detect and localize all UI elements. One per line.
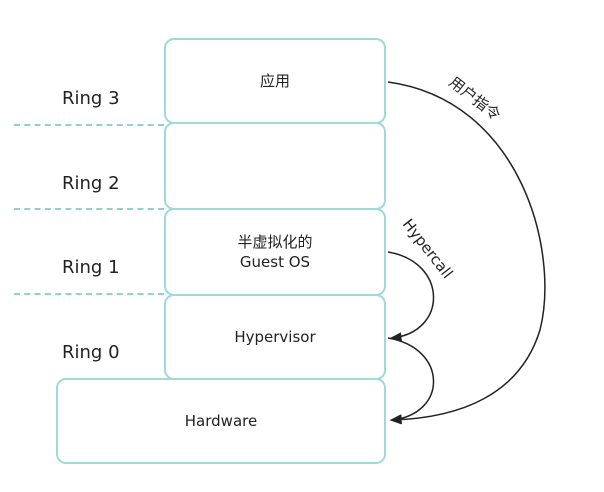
application-box: 应用	[164, 38, 386, 124]
hardware-box: Hardware	[56, 378, 386, 464]
ring-1-label: Ring 1	[62, 257, 120, 278]
user-instruction-arrow	[387, 81, 546, 425]
guest-os-label-line2: Guest OS	[239, 253, 311, 271]
hypervisor-label: Hypervisor	[234, 328, 316, 346]
ring-0-label: Ring 0	[62, 342, 120, 363]
ring-3-label: Ring 3	[62, 88, 120, 109]
hypervisor-to-hardware-arrow	[387, 337, 435, 424]
ring-2-label: Ring 2	[62, 173, 120, 194]
hypercall-arrow	[387, 251, 435, 342]
hardware-label: Hardware	[184, 412, 258, 430]
ring-divider-2-1	[14, 208, 164, 210]
guest-os-label-line1: 半虚拟化的	[237, 233, 313, 251]
application-label: 应用	[259, 72, 290, 90]
user-instruction-label: 用户指令	[446, 73, 504, 124]
ring-divider-1-0	[14, 293, 164, 295]
hypercall-label: Hypercall	[399, 215, 457, 282]
hypervisor-box: Hypervisor	[164, 294, 386, 380]
ring-divider-3-2	[14, 124, 164, 126]
